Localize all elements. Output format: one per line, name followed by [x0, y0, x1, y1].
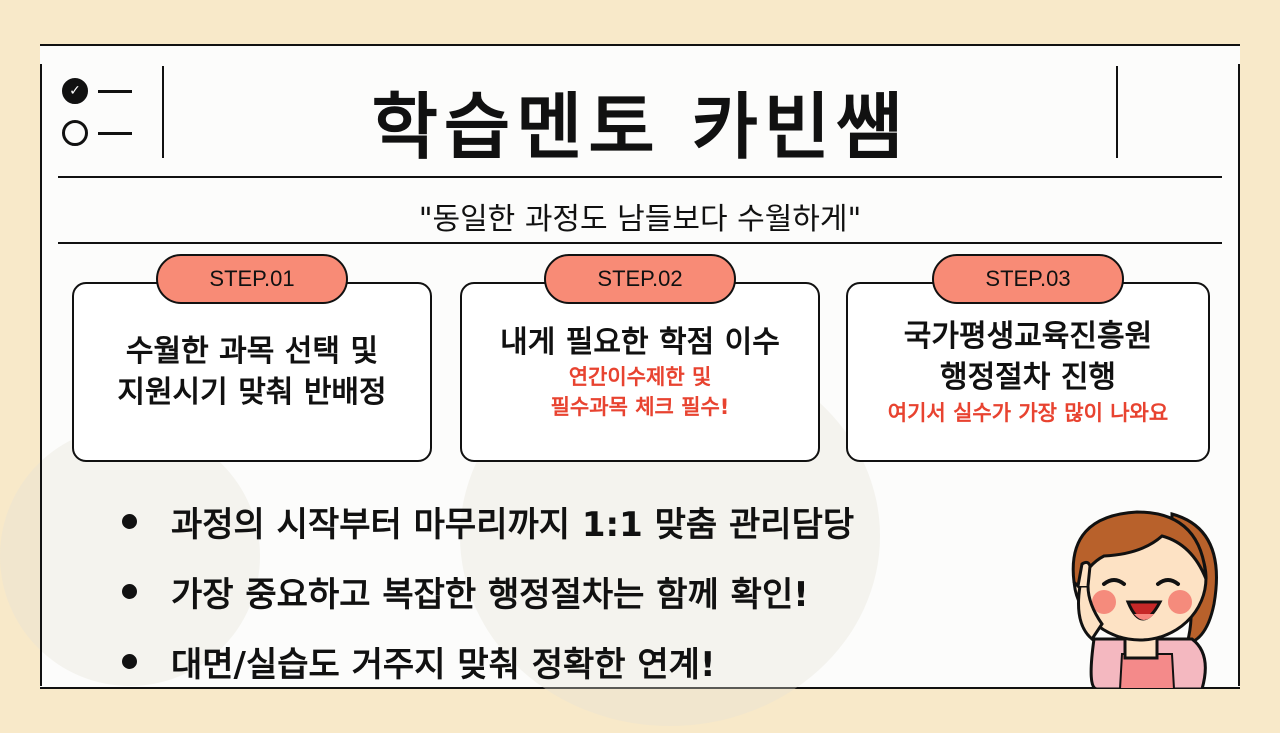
step-note: 필수과목 체크 필수!	[550, 394, 730, 419]
girl-mascot-icon	[1071, 510, 1218, 689]
checked-circle-icon: ✓	[62, 78, 88, 104]
empty-circle-icon	[62, 120, 88, 146]
step-badge: STEP.01	[156, 254, 348, 304]
page-title: 학습멘토 카빈쌤	[371, 85, 909, 169]
right-border	[1238, 64, 1240, 686]
step-badge: STEP.03	[932, 254, 1124, 304]
background-shape	[0, 426, 260, 686]
step-text: 행정절차 진행	[939, 360, 1117, 396]
step-card-2: STEP.02 내게 필요한 학점 이수 연간이수제한 및 필수과목 체크 필수…	[460, 254, 820, 462]
bullet-text: 가장 중요하고 복잡한 행정절차는 함께 확인!	[171, 574, 809, 615]
step-badge: STEP.02	[544, 254, 736, 304]
bullet-icon	[122, 583, 137, 599]
bullet-icon	[122, 513, 137, 529]
step-text: 국가평생교육진흥원	[903, 318, 1153, 354]
divider	[1116, 66, 1118, 158]
bullet-list: 과정의 시작부터 마무리까지 1:1 맞춤 관리담당 가장 중요하고 복잡한 행…	[122, 486, 854, 696]
bullet-text: 대면/실습도 거주지 맞춰 정확한 연계!	[171, 644, 716, 685]
divider	[58, 242, 1222, 244]
list-item: 과정의 시작부터 마무리까지 1:1 맞춤 관리담당	[122, 486, 854, 556]
step-card-3: STEP.03 국가평생교육진흥원 행정절차 진행 여기서 실수가 가장 많이 …	[846, 254, 1210, 462]
step-card-1: STEP.01 수월한 과목 선택 및 지원시기 맞춰 반배정	[72, 254, 432, 462]
step-text: 수월한 과목 선택 및	[125, 333, 379, 369]
bullet-text: 과정의 시작부터 마무리까지 1:1 맞춤 관리담당	[171, 504, 855, 545]
bullet-icon	[122, 653, 137, 669]
step-note: 여기서 실수가 가장 많이 나와요	[887, 400, 1169, 425]
divider	[162, 66, 164, 158]
step-note: 연간이수제한 및	[568, 365, 712, 390]
step-text: 지원시기 맞춰 반배정	[117, 375, 387, 410]
divider	[58, 176, 1222, 178]
list-item: 대면/실습도 거주지 맞춰 정확한 연계!	[122, 626, 854, 696]
subtitle: "동일한 과정도 남들보다 수월하게"	[418, 202, 862, 237]
step-text: 내게 필요한 학점 이수	[500, 324, 780, 360]
left-border	[40, 64, 42, 686]
list-item: 가장 중요하고 복잡한 행정절차는 함께 확인!	[122, 556, 854, 626]
info-card: ✓ 학습멘토 카빈쌤 "동일한 과정도 남들보다 수월하게" STEP.01 수…	[0, 44, 1240, 726]
